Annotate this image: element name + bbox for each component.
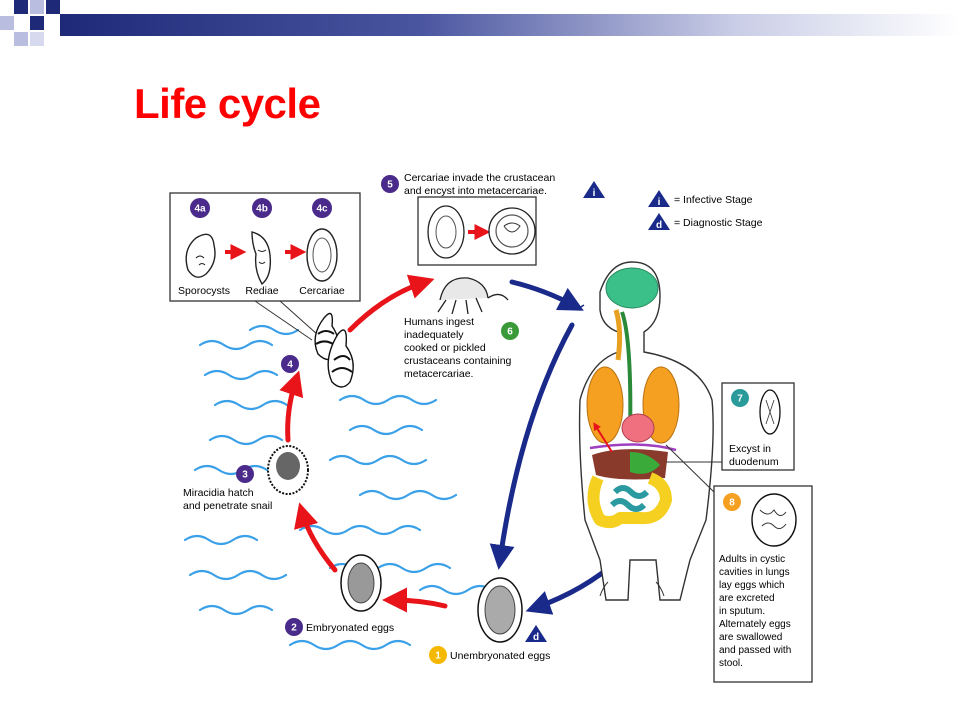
stage-5-line-1: Cercariae invade the crustacean bbox=[404, 172, 555, 184]
stage-3-line-1: Miracidia hatch bbox=[183, 487, 254, 499]
badge-6: 6 bbox=[501, 322, 519, 340]
infective-marker-5: i bbox=[583, 181, 605, 199]
stage-8-line-6: Alternately eggs bbox=[719, 619, 791, 630]
badge-4b: 4b bbox=[252, 198, 272, 218]
legend-infective-label: = Infective Stage bbox=[674, 194, 753, 206]
legend-diagnostic: d = Diagnostic Stage bbox=[648, 213, 763, 231]
svg-text:4a: 4a bbox=[194, 204, 206, 215]
stage-6-line-4: crustaceans containing bbox=[404, 355, 512, 367]
stage-6-line-1: Humans ingest bbox=[404, 316, 474, 328]
svg-text:6: 6 bbox=[507, 327, 513, 338]
stage-6-line-2: inadequately bbox=[404, 329, 464, 341]
snail-stages-box: 4a 4b 4c Sporocysts Rediae Cercariae bbox=[169, 192, 361, 341]
miracidium-icon bbox=[267, 445, 309, 495]
excyst-box: 7 Excyst in duodenum bbox=[666, 382, 795, 471]
adults-box: 8 Adults in cystic cavities in lungs lay… bbox=[665, 444, 813, 683]
stage-8-line-3: lay eggs which bbox=[719, 580, 785, 591]
badge-3: 3 bbox=[236, 465, 254, 483]
stage-7-line-2: duodenum bbox=[729, 456, 779, 468]
snail-icons bbox=[314, 312, 354, 388]
stage-1-label: Unembryonated eggs bbox=[450, 650, 550, 662]
label-cercariae: Cercariae bbox=[299, 285, 345, 297]
mouth-pointer bbox=[575, 304, 585, 311]
crustacean-box bbox=[417, 196, 537, 266]
stage-2-label: Embryonated eggs bbox=[306, 622, 394, 634]
stage-8-line-9: stool. bbox=[719, 658, 743, 669]
unembryonated-egg-icon bbox=[477, 577, 523, 643]
svg-text:8: 8 bbox=[729, 498, 735, 509]
stage-3-line-2: and penetrate snail bbox=[183, 500, 272, 512]
stage-5-line-2: and encyst into metacercariae. bbox=[404, 185, 547, 197]
diagnostic-marker-1: d bbox=[525, 625, 547, 643]
crustacean-icon bbox=[437, 277, 509, 315]
stage-8-line-5: in sputum. bbox=[719, 606, 765, 617]
badge-5: 5 bbox=[381, 175, 399, 193]
svg-text:2: 2 bbox=[291, 623, 297, 634]
slide-title: Life cycle bbox=[134, 80, 321, 127]
badge-8 bbox=[723, 493, 741, 511]
red-cycle-arrows bbox=[279, 274, 448, 613]
badge-2: 2 bbox=[285, 618, 303, 636]
svg-text:i: i bbox=[658, 197, 661, 208]
legend-infective: i = Infective Stage bbox=[648, 190, 753, 208]
redia-icon bbox=[251, 231, 272, 286]
badge-7 bbox=[731, 389, 749, 407]
svg-text:1: 1 bbox=[435, 651, 441, 662]
stage-8-line-1: Adults in cystic bbox=[719, 554, 785, 565]
water-waves bbox=[183, 324, 494, 651]
label-sporocysts: Sporocysts bbox=[178, 285, 230, 297]
badge-4: 4 bbox=[281, 355, 299, 373]
svg-text:4b: 4b bbox=[256, 204, 268, 215]
badge-4a: 4a bbox=[190, 198, 210, 218]
svg-text:5: 5 bbox=[387, 180, 393, 191]
embryonated-egg-icon bbox=[340, 554, 382, 612]
label-rediae: Rediae bbox=[245, 285, 278, 297]
legend-diagnostic-label: = Diagnostic Stage bbox=[674, 217, 763, 229]
svg-text:d: d bbox=[656, 220, 662, 231]
lung-migration-arrow bbox=[593, 422, 613, 453]
svg-text:4: 4 bbox=[287, 360, 293, 371]
svg-text:4c: 4c bbox=[316, 204, 328, 215]
svg-text:3: 3 bbox=[242, 470, 248, 481]
corner-decoration bbox=[0, 0, 80, 60]
stage-8-line-7: are swallowed bbox=[719, 632, 782, 643]
svg-text:7: 7 bbox=[737, 394, 743, 405]
header-bar bbox=[60, 14, 960, 36]
stage-8-line-4: are excreted bbox=[719, 593, 775, 604]
stage-6-line-3: cooked or pickled bbox=[404, 342, 486, 354]
cercaria-icon bbox=[306, 228, 338, 282]
svg-text:d: d bbox=[533, 632, 539, 643]
stage-8-line-8: and passed with bbox=[719, 645, 791, 656]
badge-4c: 4c bbox=[312, 198, 332, 218]
stage-8-line-2: cavities in lungs bbox=[719, 567, 790, 578]
svg-text:i: i bbox=[593, 188, 596, 199]
badge-1: 1 bbox=[429, 646, 447, 664]
stage-7-line-1: Excyst in bbox=[729, 443, 771, 455]
stage-6-line-5: metacercariae. bbox=[404, 368, 473, 380]
